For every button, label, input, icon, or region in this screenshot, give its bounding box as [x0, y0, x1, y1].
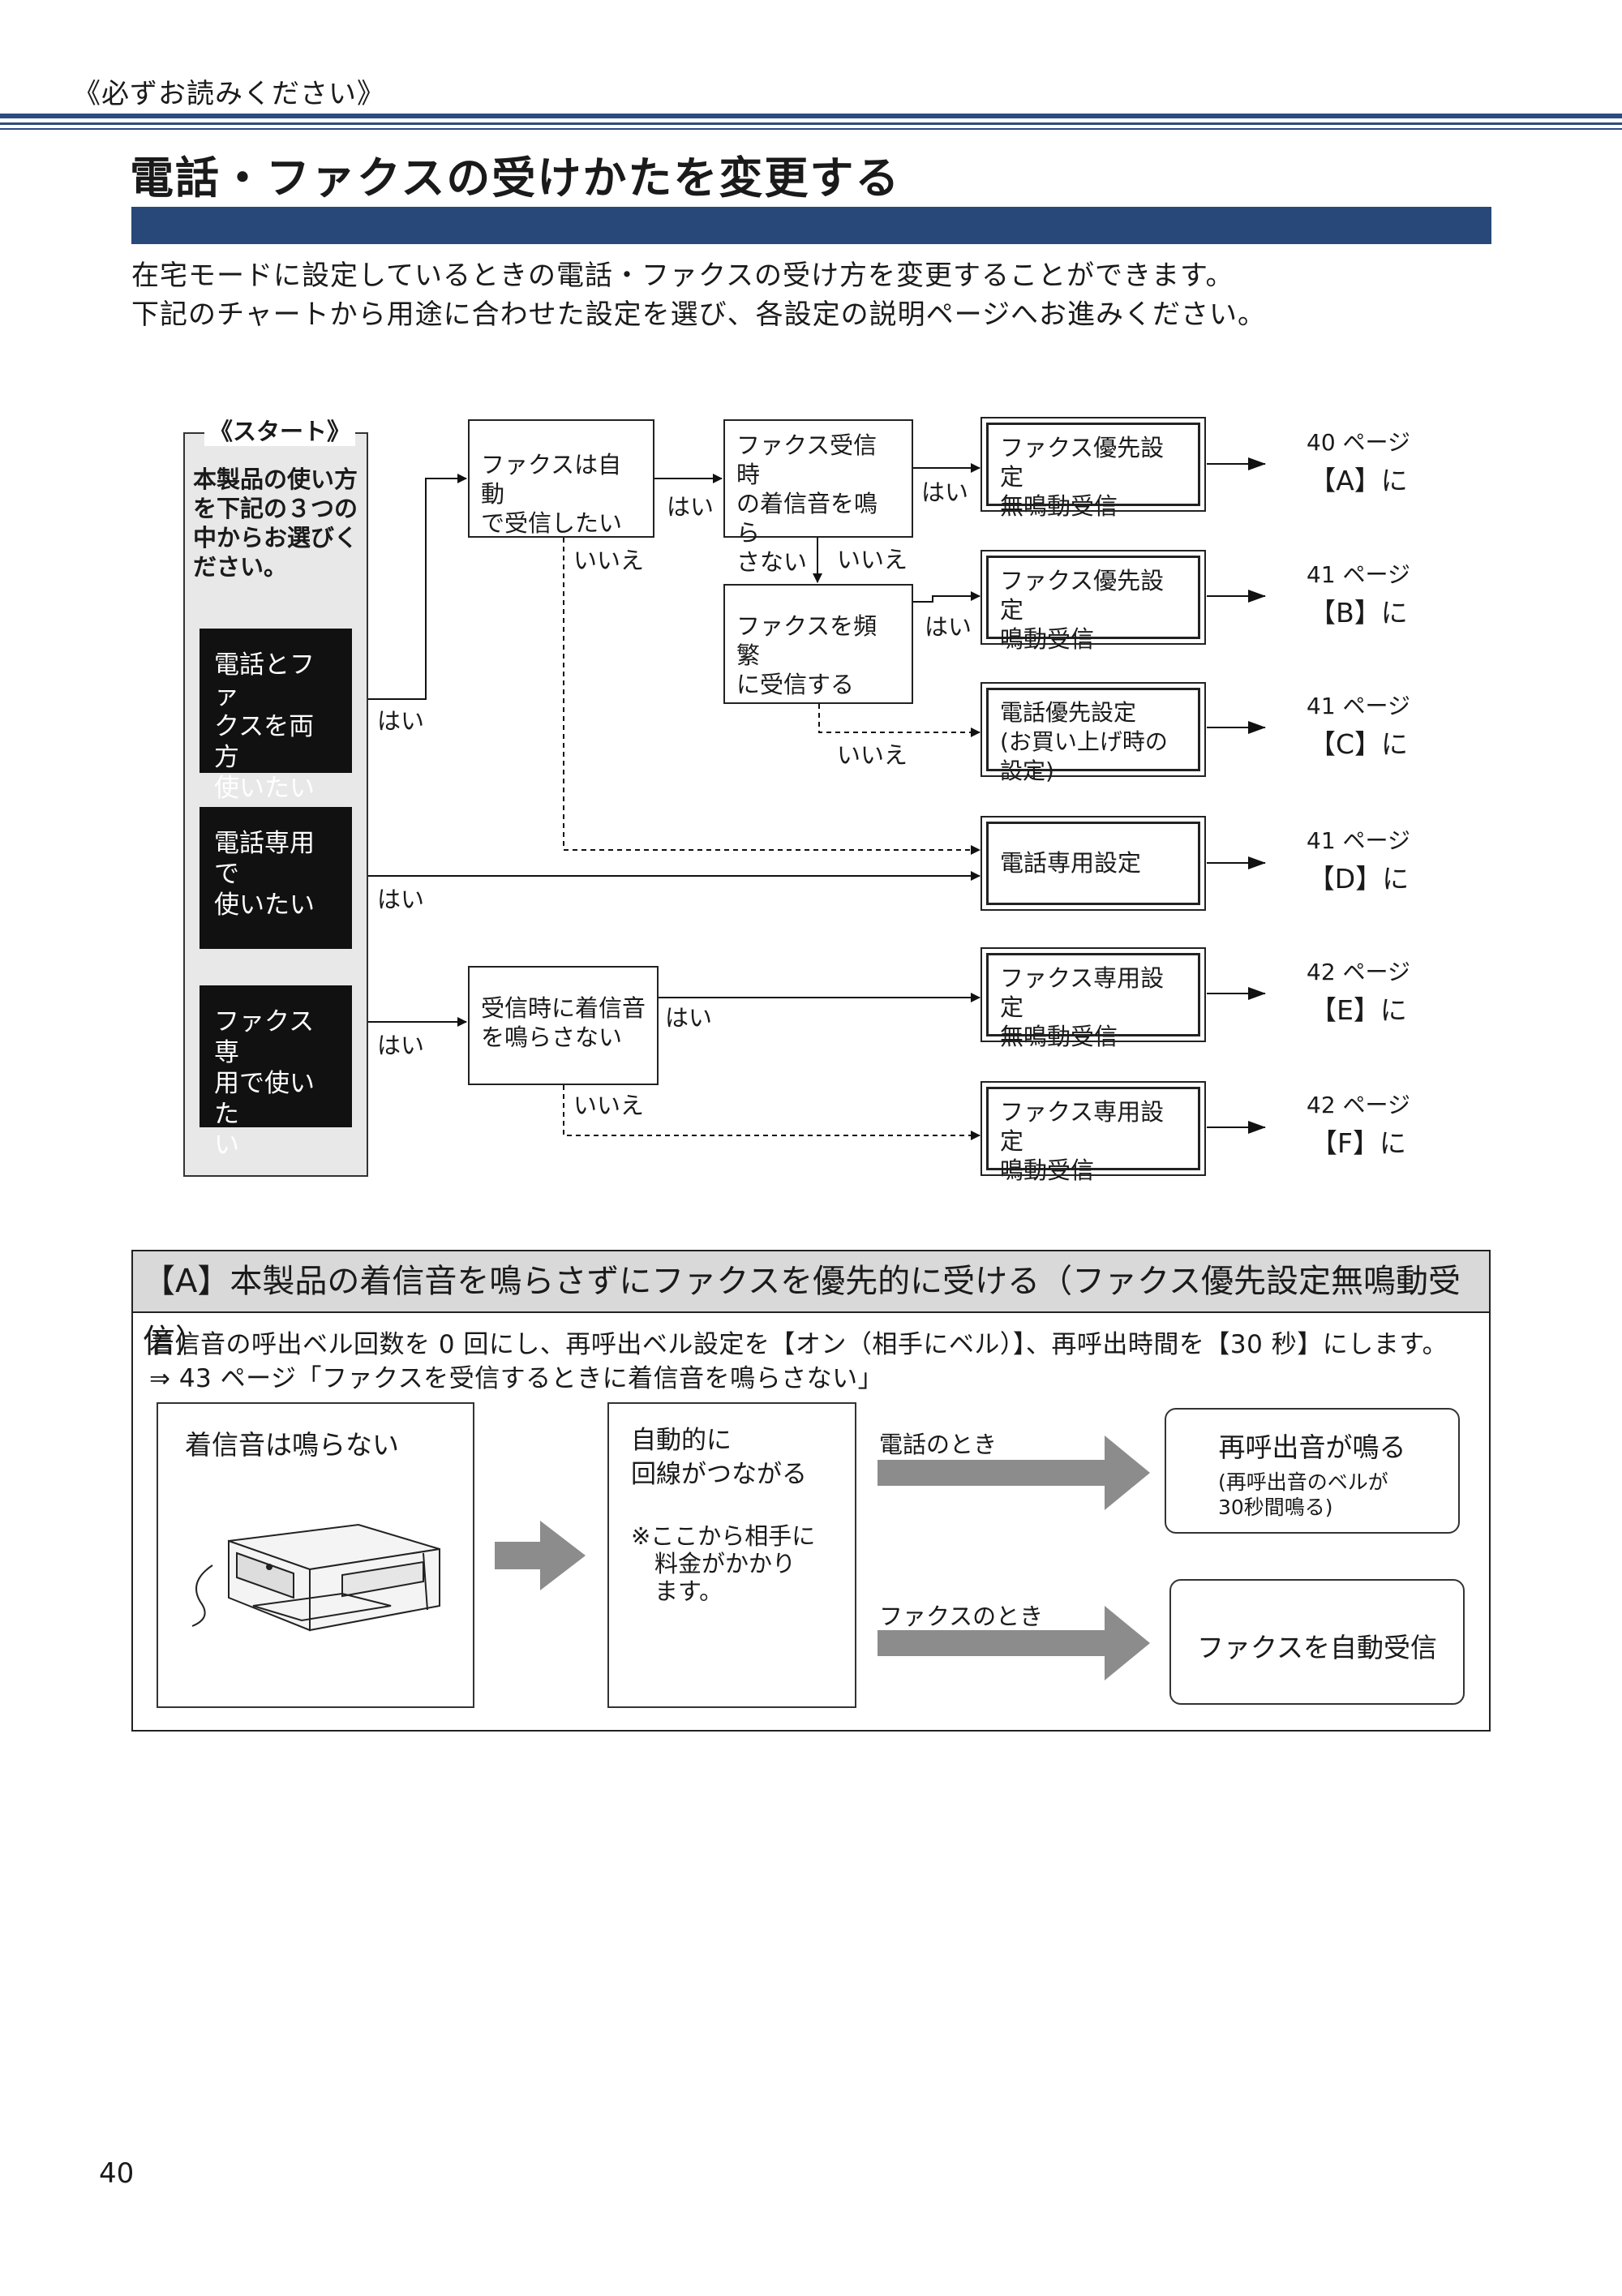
section-a-reference: ⇒ 43 ページ「ファクスを受信するときに着信音を鳴らさない」: [149, 1364, 884, 1393]
result-reringing-title: 再呼出音が鳴る: [1218, 1431, 1406, 1463]
grey-right-arrow-icon: [495, 1521, 586, 1590]
option-phone-and-fax: 電話とファ クスを両方 使いたい: [200, 629, 352, 803]
panel-auto-connect: [607, 1402, 856, 1708]
label-yes: はい: [925, 613, 972, 641]
panel-auto-connect-note: ※ここから相手に 料金がかかり ます。: [631, 1522, 816, 1605]
header-rule-thin: [0, 122, 1622, 125]
printer-illustration: [191, 1523, 440, 1632]
page-ref-e: 42 ページ: [1307, 959, 1410, 985]
result-reringing-note: (再呼出音のベルが 30秒間鳴る): [1218, 1470, 1388, 1519]
arrow-q3-rb: [913, 591, 980, 603]
label-no: いいえ: [573, 1092, 645, 1119]
letter-ref-b: 【B】に: [1309, 597, 1408, 629]
letter-ref-c: 【C】に: [1308, 728, 1409, 760]
label-no: いいえ: [837, 546, 908, 573]
page-ref-d: 41 ページ: [1307, 827, 1410, 854]
page-title: 電話・ファクスの受けかたを変更する: [130, 152, 901, 204]
question-auto-fax: ファクスは自動 で受信したい: [468, 419, 654, 538]
phone-case-label: 電話のとき: [879, 1431, 998, 1458]
result-fax-priority-silent: ファクス優先設定 無鳴動受信: [980, 417, 1206, 520]
flowchart-connectors: [352, 457, 1266, 1140]
option-fax-only: ファクス専 用で使いた い: [200, 985, 352, 1160]
arrow-opt1-q1: [352, 474, 467, 700]
result-fax-auto-receive-title: ファクスを自動受信: [1196, 1632, 1437, 1663]
intro-line-1: 在宅モードに設定しているときの電話・ファクスの受け方を変更することができます。: [131, 260, 1234, 292]
letter-ref-a: 【A】に: [1309, 465, 1408, 496]
result-fax-only-silent: ファクス専用設定 無鳴動受信: [980, 947, 1206, 1050]
panel-no-ring-title: 着信音は鳴らない: [185, 1429, 399, 1461]
intro-line-2: 下記のチャートから用途に合わせた設定を選び、各設定の説明ページへお進みください。: [131, 298, 1266, 331]
label-yes: はい: [377, 886, 425, 913]
result-phone-priority: 電話優先設定 (お買い上げ時の設定): [980, 682, 1206, 784]
label-no: いいえ: [573, 547, 645, 574]
page-ref-a: 40 ページ: [1307, 429, 1410, 456]
result-phone-only: 電話専用設定: [980, 816, 1206, 911]
section-a-heading: 【A】本製品の着信音を鳴らさずにファクスを優先的に受ける（ファクス優先設定無鳴動…: [131, 1250, 1491, 1360]
label-yes: はい: [921, 479, 969, 506]
header-rule-thin: [0, 128, 1622, 130]
result-fax-priority-ring: ファクス優先設定 鳴動受信: [980, 550, 1206, 653]
letter-ref-f: 【F】に: [1311, 1127, 1406, 1159]
letter-ref-d: 【D】に: [1307, 863, 1410, 895]
page-ref-b: 41 ページ: [1307, 561, 1410, 588]
title-bar: [131, 207, 1491, 244]
dashed-q1-rd: [563, 538, 980, 855]
question-no-ring: 受信時に着信音 を鳴らさない: [468, 966, 659, 1085]
label-yes: はい: [667, 493, 714, 521]
label-no: いいえ: [837, 741, 908, 769]
dashed-q3-rc: [818, 704, 980, 737]
result-fax-auto-receive: ファクスを自動受信: [1169, 1579, 1465, 1705]
question-silent-ring: ファクス受信時 の着信音を鳴ら さない: [723, 419, 913, 576]
label-yes: はい: [665, 1004, 713, 1032]
label-yes: はい: [377, 707, 425, 735]
start-title: 《スタート》: [204, 417, 356, 446]
start-instruction: 本製品の使い方 を下記の３つの 中からお選びく ださい。: [193, 466, 358, 581]
page-ref-f: 42 ページ: [1307, 1092, 1410, 1118]
label-yes: はい: [377, 1032, 425, 1059]
question-frequent-fax: ファクスを頻繁 に受信する: [723, 584, 913, 704]
result-reringing: 再呼出音が鳴る (再呼出音のベルが 30秒間鳴る): [1165, 1408, 1460, 1534]
page-number: 40: [99, 2157, 135, 2190]
grey-right-arrow-icon: [878, 1436, 1150, 1510]
letter-ref-e: 【E】に: [1310, 994, 1407, 1026]
fax-case-label: ファクスのとき: [879, 1603, 1044, 1630]
running-header: 《必ずお読みください》: [73, 78, 385, 110]
page-ref-c: 41 ページ: [1307, 693, 1410, 719]
header-rule: [0, 114, 1622, 118]
result-fax-only-ring: ファクス専用設定 鳴動受信: [980, 1081, 1206, 1184]
grey-right-arrow-icon: [878, 1606, 1150, 1680]
panel-auto-connect-title: 自動的に 回線がつながる: [631, 1426, 807, 1489]
section-a-description: 着信音の呼出ベル回数を 0 回にし、再呼出ベル設定を【オン（相手にベル）】、再呼…: [149, 1330, 1448, 1359]
option-phone-only: 電話専用で 使いたい: [200, 807, 352, 949]
